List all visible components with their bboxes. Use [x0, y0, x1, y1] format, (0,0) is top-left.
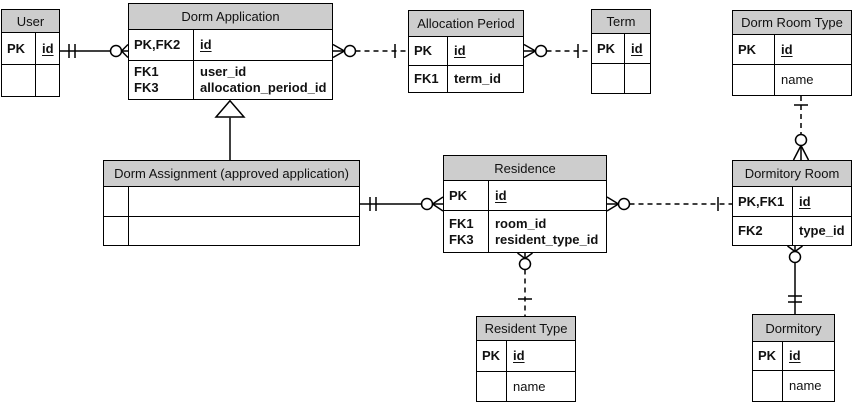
relationship-dorm-assignment-residence [360, 196, 444, 212]
attr-cell: name [513, 378, 546, 394]
entity-dormitory-room: Dormitory Room PK,FK1 id FK2 type_id [732, 160, 852, 246]
key-cell: PK,FK1 [733, 187, 793, 216]
entity-title: Residence [444, 156, 606, 181]
attr-cell [129, 217, 359, 245]
inheritance-triangle [214, 99, 246, 118]
key-cell: FK1 [409, 66, 448, 92]
attr-cell [129, 187, 359, 216]
attr-cell: room_id resident_type_id [495, 215, 599, 247]
key-cell: PK,FK2 [129, 30, 194, 60]
zero-circle [794, 133, 808, 147]
relationship-dorm-room-type-dormitory-room [792, 96, 810, 161]
key-cell: FK1 FK3 [444, 211, 489, 252]
entity-title: Dormitory Room [733, 161, 851, 187]
key-cell: PK [592, 34, 625, 63]
relationship-dorm-application-allocation-period [332, 43, 408, 59]
entity-title: Dorm Room Type [733, 11, 851, 35]
crow-foot [120, 43, 129, 59]
key-cell [733, 65, 775, 95]
attr-cell: type_id [799, 223, 845, 238]
entity-title: User [2, 10, 59, 33]
attr-cell: user_id allocation_period_id [200, 64, 327, 95]
entity-dormitory: Dormitory PK id name [752, 314, 835, 402]
zero-circle [788, 250, 802, 264]
attr-cell: id [200, 37, 212, 52]
entity-title: Dorm Application [129, 4, 332, 30]
entity-dorm-room-type: Dorm Room Type PK id name [732, 10, 852, 96]
entity-term: Term PK id [591, 9, 651, 94]
crow-foot [787, 245, 803, 253]
inheritance-dorm-application-dorm-assignment [214, 99, 246, 160]
entity-title: Allocation Period [409, 11, 523, 37]
key-cell [477, 372, 507, 401]
zero-circle [617, 197, 631, 211]
attr-cell: id [789, 348, 801, 363]
attr-cell [36, 65, 59, 96]
entity-title: Dorm Assignment (approved application) [104, 161, 359, 187]
attr-cell: id [513, 348, 525, 363]
key-cell [753, 371, 783, 401]
entity-title: Term [592, 10, 650, 34]
crow-foot [517, 252, 533, 260]
entity-resident-type: Resident Type PK id name [476, 316, 576, 402]
key-cell: PK [477, 341, 507, 371]
attr-cell: id [495, 187, 507, 203]
key-cell [104, 217, 129, 245]
zero-circle [109, 44, 123, 58]
attr-cell: name [781, 72, 814, 87]
zero-circle [420, 197, 434, 211]
key-cell: FK1 FK3 [129, 61, 194, 99]
key-cell: FK2 [733, 217, 793, 245]
zero-circle [534, 44, 548, 58]
entity-dorm-application: Dorm Application PK,FK2 id FK1 FK3 user_… [128, 3, 333, 100]
key-cell: PK [409, 37, 448, 65]
crow-foot [332, 43, 345, 59]
crow-foot [606, 196, 619, 212]
key-cell: PK [753, 342, 783, 370]
key-cell: PK [733, 35, 775, 64]
entity-user: User PK id [1, 9, 60, 97]
attr-cell: term_id [454, 71, 501, 86]
zero-circle [518, 257, 532, 271]
key-cell: PK [2, 33, 36, 64]
key-cell: PK [444, 181, 489, 210]
key-cell [592, 64, 625, 93]
relationship-residence-resident-type [517, 252, 533, 316]
attr-cell: id [454, 43, 466, 58]
crow-foot [432, 196, 444, 212]
entity-dorm-assignment: Dorm Assignment (approved application) [103, 160, 360, 246]
key-cell [2, 65, 36, 96]
attr-cell [625, 64, 650, 93]
attr-cell: name [789, 378, 822, 393]
entity-allocation-period: Allocation Period PK id FK1 term_id [408, 10, 524, 93]
attr-cell: id [631, 40, 643, 56]
crow-foot [523, 43, 536, 59]
entity-residence: Residence PK id FK1 FK3 room_id resident… [443, 155, 607, 253]
crow-foot [792, 145, 810, 161]
relationship-residence-dormitory-room [606, 196, 732, 212]
relationship-dormitory-room-dormitory [787, 245, 803, 314]
entity-title: Resident Type [477, 317, 575, 341]
key-cell [104, 187, 129, 216]
entity-title: Dormitory [753, 315, 834, 342]
relationship-allocation-period-term [523, 43, 591, 59]
attr-cell: id [799, 193, 811, 209]
attr-cell: id [781, 41, 793, 57]
attr-cell: id [42, 40, 54, 56]
relationship-user-dorm-application [60, 43, 129, 59]
zero-circle [343, 44, 357, 58]
